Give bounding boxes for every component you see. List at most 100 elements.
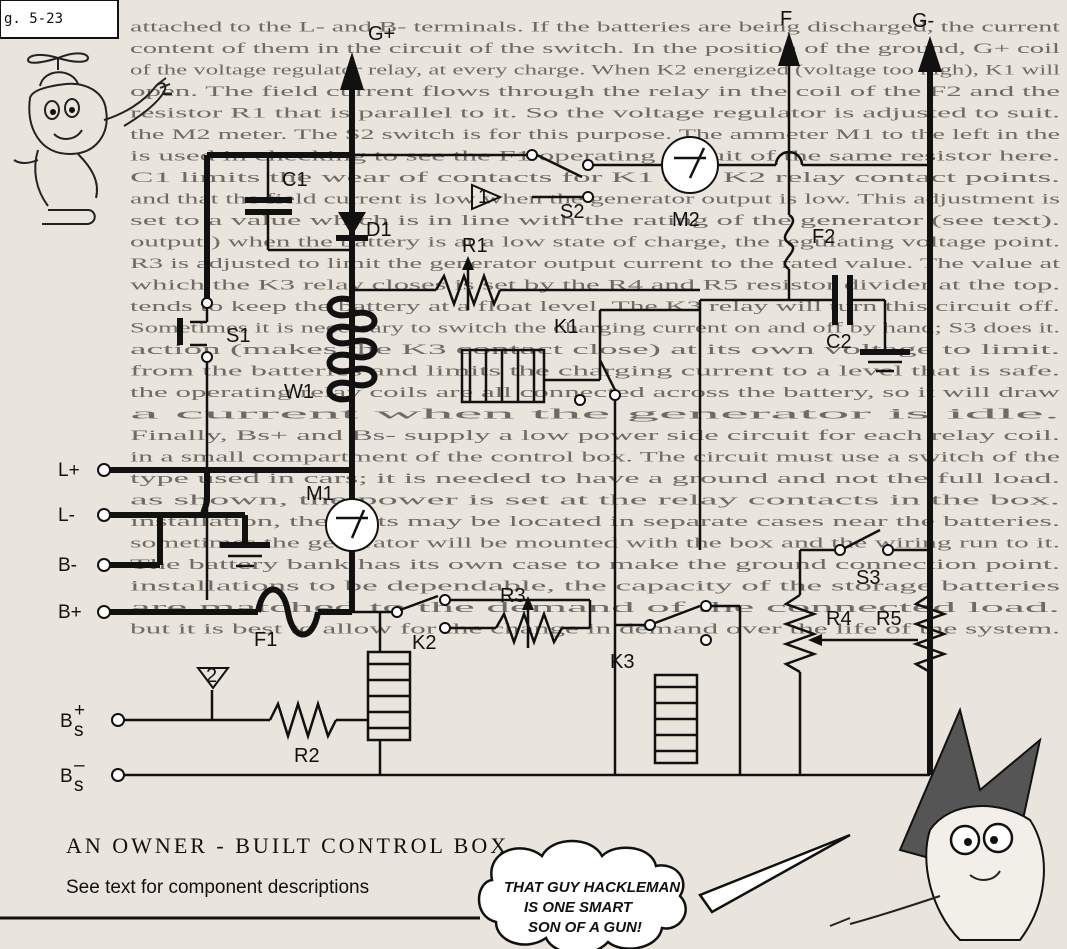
m2-label: M2 (672, 209, 700, 231)
relay-tag-1: 1 (478, 186, 489, 208)
svg-text:B: B (60, 766, 73, 787)
speech-line-1: THAT GUY HACKLEMAN (504, 879, 681, 896)
k1-contact (598, 359, 617, 391)
battery-terminals (97, 463, 352, 638)
background-text-line: content of them in the circuit of the sw… (130, 41, 1060, 57)
relay-k3 (615, 600, 742, 775)
bs-minus-terminal[interactable] (111, 768, 125, 782)
bs-plus-terminal[interactable] (111, 713, 125, 727)
svg-text:+: + (74, 700, 85, 721)
background-text-line: tends to keep the battery at a float lev… (130, 299, 1060, 315)
resistor-r5 (912, 593, 948, 674)
s2-label: S2 (560, 201, 584, 223)
fuse-f2 (783, 200, 795, 300)
capacitor-c2 (700, 275, 910, 373)
figure-number-box: g. 5-23 (0, 0, 119, 39)
r3-label: R3 (500, 585, 526, 607)
l-plus-terminal[interactable] (97, 463, 111, 477)
relay-k1 (460, 300, 702, 775)
w1-label: W1 (284, 381, 314, 403)
g-minus-bus (918, 36, 942, 775)
b-plus-terminal[interactable] (97, 605, 111, 619)
diode-d1 (336, 212, 368, 241)
meter-m2 (661, 136, 719, 194)
background-text-line: installations to be dependable, the capa… (130, 579, 1060, 595)
background-text-line: in a small compartment of the control bo… (130, 450, 1061, 466)
r5-label: R5 (876, 608, 902, 630)
s2-contact-a (582, 159, 594, 171)
resistor-r2 (268, 699, 338, 741)
background-text-line: the M2 meter. The S2 switch is for this … (130, 127, 1061, 143)
r4-label: R4 (826, 608, 852, 630)
background-text-line: as shown, the power is set at the relay … (130, 493, 1060, 509)
relay-k2 (352, 594, 592, 775)
relay-tag-2-marker (196, 667, 230, 690)
background-text-line: C1 limits the wear of contacts for K1 an… (130, 170, 1060, 186)
meter-m1 (325, 470, 379, 612)
background-text-line: of the voltage regulator relay, at every… (130, 63, 1060, 79)
capacitor-c1 (245, 155, 352, 252)
background-text-line: is used in checking to see the F1 operat… (130, 149, 1060, 165)
k1-label: K1 (554, 316, 578, 338)
wizard-cartoon (829, 706, 1045, 941)
figure-number: g. 5-23 (4, 11, 63, 27)
b-minus-terminal[interactable] (97, 558, 111, 572)
f-line (778, 32, 800, 200)
background-text-line: the operating relay coils are all connec… (130, 385, 1060, 401)
c1-label: C1 (282, 169, 308, 191)
resistor-r1 (352, 256, 700, 310)
g-plus-label: G+ (368, 23, 395, 45)
resistor-r4 (782, 593, 818, 674)
d1-label: D1 (366, 219, 392, 241)
s3-switch-blade (844, 528, 881, 550)
s2-contact-b (582, 191, 594, 203)
s3-label: S3 (856, 567, 880, 589)
background-text-line: type used in cars; it is needed to have … (130, 471, 1060, 487)
svg-text:B: B (60, 711, 73, 732)
g-minus-label: G- (912, 10, 934, 32)
f1-label: F1 (254, 629, 277, 651)
r2-label: R2 (294, 745, 320, 767)
speech-bubble: THAT GUY HACKLEMAN IS ONE SMART SON OF A… (477, 833, 851, 949)
g-plus-arrow (340, 52, 364, 90)
speech-bubble-tail (698, 833, 851, 914)
coil-w1 (326, 295, 378, 440)
relay-tag-1-marker (471, 183, 503, 211)
relay-tag-2: 2 (206, 665, 217, 687)
speech-line-3: SON OF A GUN! (528, 919, 642, 936)
f-arrow (778, 32, 800, 66)
background-text-line: set to a value which is in line with the… (130, 213, 1060, 229)
background-text-line: open. The field current flows through th… (130, 84, 1061, 100)
background-text-line: from the batteries and limits the chargi… (130, 364, 1060, 380)
caption-subtitle: See text for component descriptions (66, 877, 369, 898)
bs-minus-label: B – s (60, 755, 85, 796)
g-minus-arrow (918, 36, 942, 72)
s2-switch-blade (536, 153, 583, 179)
b-minus-label: B- (58, 555, 77, 576)
svg-text:s: s (74, 720, 84, 741)
background-text-line: Sometimes it is necessary to switch the … (130, 321, 1060, 337)
b-plus-label: B+ (58, 602, 82, 623)
k2-label: K2 (412, 632, 436, 654)
l-plus-label: L+ (58, 460, 80, 481)
background-text-line: action (makes the K3 contact close) at i… (130, 342, 1060, 358)
k3-label: K3 (610, 651, 634, 673)
speech-line-2: IS ONE SMART (524, 899, 634, 916)
c2-label: C2 (826, 331, 852, 353)
background-text-line: R3 is adjusted to limit the generator ou… (130, 256, 1062, 272)
meter-line: 1 (352, 149, 930, 211)
background-text-line: The battery bank has its own case to mak… (130, 557, 1060, 573)
m1-label: M1 (306, 483, 334, 505)
background-text-line: a current when the generator is idle. (130, 407, 1060, 423)
s1-label: S1 (226, 325, 250, 347)
svg-text:s: s (74, 775, 84, 796)
l-minus-label: L- (58, 505, 75, 526)
l-minus-terminal[interactable] (97, 508, 111, 522)
propeller-beanie-cartoon (13, 52, 172, 225)
background-text-line: Finally, Bs+ and Bs- supply a low power … (130, 428, 1060, 444)
background-text-line: but it is best to allow for the change i… (130, 622, 1060, 638)
background-text-line: resistor R1 that is parallel to it. So t… (130, 106, 1060, 122)
background-text-line: attached to the L- and B- terminals. If … (130, 20, 1062, 36)
